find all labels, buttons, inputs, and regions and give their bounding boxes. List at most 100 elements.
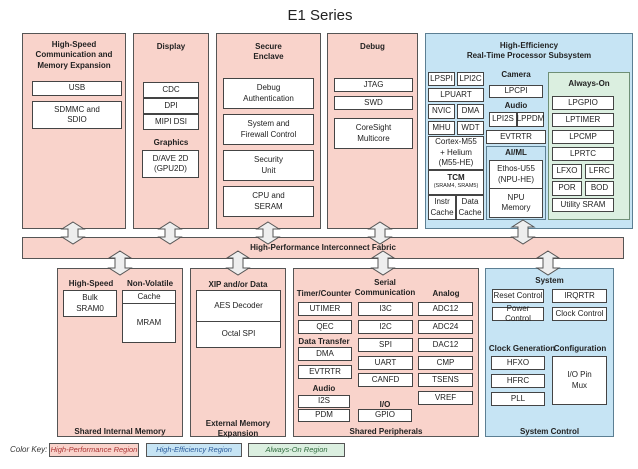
color-key-high-efficiency: High-Efficiency Region — [146, 443, 242, 457]
block-gpio: GPIO — [358, 409, 412, 422]
block-vref: VREF — [418, 391, 473, 405]
block-por: POR — [552, 181, 582, 196]
block-lpgpio: LPGPIO — [552, 96, 614, 110]
block-cpu-seram: CPU and SERAM — [223, 186, 314, 217]
region-title: Display — [156, 42, 186, 51]
block-lfrc: LFRC — [585, 164, 614, 179]
section-label: I/O — [379, 400, 391, 409]
section-label: System — [535, 276, 564, 285]
block-pll: PLL — [491, 392, 545, 406]
region-title: System Control — [519, 427, 580, 436]
section-label: Audio — [504, 101, 528, 110]
block-lpi2c: LPI2C — [457, 72, 484, 86]
block-lpspi: LPSPI — [428, 72, 455, 86]
block-utility-sram: Utility SRAM — [552, 198, 614, 212]
block-reset-control: Reset Control — [492, 289, 544, 303]
block-cdc: CDC — [143, 82, 199, 98]
block-coresight: CoreSight Multicore — [334, 118, 413, 149]
block-npu-memory: NPU Memory — [489, 188, 543, 218]
block-lpcpi: LPCPI — [489, 85, 543, 98]
block-i3c: I3C — [358, 302, 413, 316]
block-pdm: PDM — [298, 409, 350, 422]
region-title: Always-On — [568, 79, 610, 88]
block-swd: SWD — [334, 96, 413, 110]
block-debug-auth: Debug Authentication — [223, 78, 314, 109]
block-tcm — [428, 170, 484, 195]
region-high-speed-comm — [22, 33, 126, 229]
block-mram: MRAM — [122, 303, 176, 343]
block-clock-control: Clock Control — [552, 307, 607, 321]
block-usb: USB — [32, 81, 122, 96]
color-key-high-performance: High-Performance Region — [49, 443, 139, 457]
block-evtrtr: EVTRTR — [298, 365, 352, 379]
block-i2s: I2S — [298, 395, 350, 408]
section-label: Serial Communication — [354, 278, 416, 298]
block-tsens: TSENS — [418, 373, 473, 387]
block-uart: UART — [358, 356, 413, 370]
region-title: High-Efficiency Real-Time Processor Subs… — [466, 41, 592, 61]
section-label: Analog — [432, 289, 460, 298]
block-wdt: WDT — [457, 121, 484, 135]
block-mhu: MHU — [428, 121, 455, 135]
block-dpi: DPI — [143, 98, 199, 114]
block-hfxo: HFXO — [491, 356, 545, 370]
block-jtag: JTAG — [334, 78, 413, 92]
block-qec: QEC — [298, 320, 352, 334]
block-bod: BOD — [585, 181, 614, 196]
block-dave-2d: D/AVE 2D (GPU2D) — [142, 150, 199, 178]
section-label: Data Transfer — [298, 337, 350, 346]
block-mipi-dsi: MIPI DSI — [143, 114, 199, 130]
block-adc24: ADC24 — [418, 320, 473, 334]
section-label: High-Speed — [68, 279, 114, 288]
block-power-control: Power Control — [492, 304, 544, 323]
block-data-cache: Data Cache — [456, 195, 484, 220]
block-lpcmp: LPCMP — [552, 130, 614, 144]
block-i2c: I2C — [358, 320, 413, 334]
section-label: Graphics — [153, 138, 189, 147]
block-cache: Cache — [122, 290, 176, 304]
block-bulk-sram0: Bulk SRAM0 — [63, 290, 117, 317]
block-hfrc: HFRC — [491, 374, 545, 388]
diagram-title: E1 Series — [287, 7, 353, 25]
block-aes-decoder: AES Decoder — [196, 290, 281, 322]
section-label: Camera — [501, 70, 531, 79]
block-utimer: UTIMER — [298, 302, 352, 316]
color-key-always-on: Always-On Region — [248, 443, 345, 457]
block-tcm-label: TCM — [447, 173, 465, 182]
block-instr-cache: Instr Cache — [428, 195, 456, 220]
block-dma: DMA — [298, 347, 352, 361]
block-cmp: CMP — [418, 356, 473, 370]
block-lfxo: LFXO — [552, 164, 582, 179]
block-spi: SPI — [358, 338, 413, 352]
section-label: Configuration — [553, 344, 607, 353]
block-irqrtr: IRQRTR — [552, 289, 607, 303]
region-title: Secure Enclave — [253, 42, 284, 62]
section-label: Non-Volatile — [126, 279, 174, 288]
block-ethos-u55: Ethos-U55 (NPU-HE) — [489, 160, 543, 189]
block-canfd: CANFD — [358, 373, 413, 387]
region-title: Debug — [360, 42, 385, 51]
section-label: AI/ML — [505, 148, 527, 157]
section-label: Timer/Counter — [296, 289, 352, 298]
block-dma: DMA — [457, 104, 484, 119]
region-title: External Memory Expansion — [205, 419, 271, 439]
block-lpi2s: LPI2S — [489, 112, 517, 127]
block-lppdm: LPPDM — [517, 112, 544, 127]
section-label: Clock Generation — [488, 344, 556, 353]
section-label: Audio — [312, 384, 336, 393]
block-cortex-m55: Cortex-M55 + Helium (M55-HE) — [428, 136, 484, 170]
block-octal-spi: Octal SPI — [196, 321, 281, 348]
block-sdmmc: SDMMC and SDIO — [32, 101, 122, 129]
region-title: Shared Internal Memory — [74, 427, 166, 436]
block-evtrtr: EVTRTR — [486, 130, 546, 144]
region-title: Shared Peripherals — [349, 427, 423, 436]
block-lprtc: LPRTC — [552, 147, 614, 161]
block-system-firewall: System and Firewall Control — [223, 114, 314, 145]
block-lpuart: LPUART — [428, 88, 484, 102]
fabric-label: High-Performance Interconnect Fabric — [250, 243, 396, 252]
block-adc12: ADC12 — [418, 302, 473, 316]
region-title: High-Speed Communication and Memory Expa… — [35, 40, 113, 70]
color-key-label: Color Key: — [10, 444, 48, 454]
block-io-pin-mux: I/O Pin Mux — [552, 356, 607, 405]
